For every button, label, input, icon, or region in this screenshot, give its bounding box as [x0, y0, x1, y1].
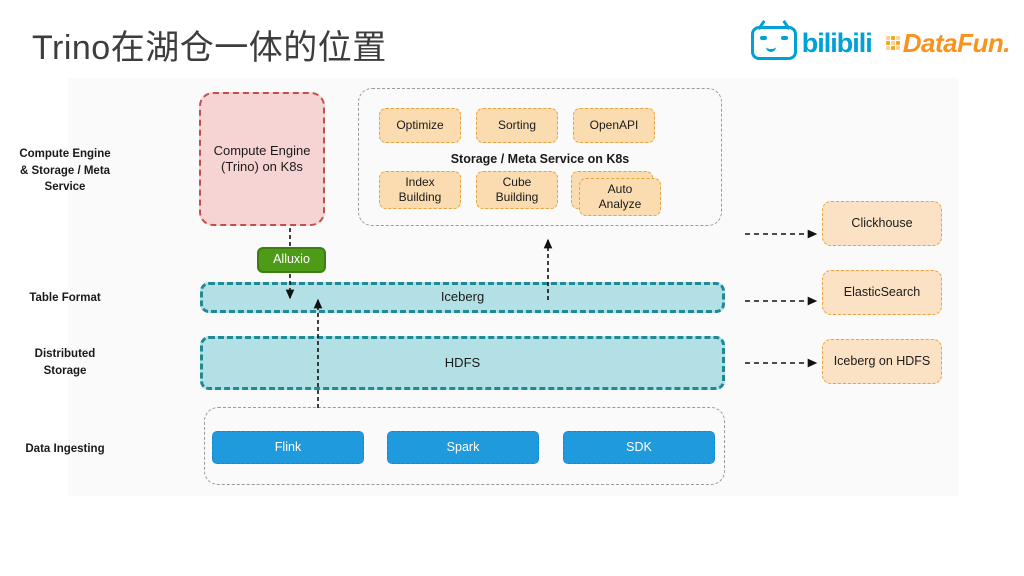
- ingest-box-sdk[interactable]: SDK: [563, 431, 715, 464]
- ingest-box-spark[interactable]: Spark: [387, 431, 539, 464]
- layer-box-hdfs[interactable]: HDFS: [200, 336, 725, 390]
- service-box-sorting[interactable]: Sorting: [476, 108, 558, 143]
- ingest-box-flink[interactable]: Flink: [212, 431, 364, 464]
- page-title: Trino在湖仓一体的位置: [32, 29, 387, 67]
- bilibili-eye-left-icon: [759, 36, 767, 40]
- bilibili-eye-right-icon: [780, 36, 788, 40]
- logo-group: bilibili DataFun.: [750, 26, 1011, 60]
- target-box-clickhouse[interactable]: Clickhouse: [822, 201, 942, 246]
- meta-service-group-title: Storage / Meta Service on K8s: [450, 152, 630, 166]
- bilibili-mouth-icon: [765, 44, 776, 52]
- datafun-dots-icon: [885, 36, 900, 50]
- service-box-openapi[interactable]: OpenAPI: [573, 108, 655, 143]
- datafun-logo: DataFun.: [885, 28, 1011, 58]
- compute-engine-box[interactable]: Compute Engine(Trino) on K8s: [199, 92, 325, 226]
- service-box-optimize[interactable]: Optimize: [379, 108, 461, 143]
- target-box-iceberg-on-hdfs[interactable]: Iceberg on HDFS: [822, 339, 942, 384]
- row-label-data-ingesting: Data Ingesting: [25, 443, 105, 455]
- bilibili-logo: bilibili: [750, 26, 873, 60]
- meta-service-group: [358, 88, 722, 226]
- row-label-table-format: Table Format: [29, 292, 101, 304]
- datafun-wordmark: DataFun.: [902, 28, 1011, 58]
- target-box-elasticsearch[interactable]: ElasticSearch: [822, 270, 942, 315]
- bilibili-wordmark: bilibili: [801, 27, 873, 58]
- data-ingesting-group: [204, 407, 725, 485]
- alluxio-box[interactable]: Alluxio: [257, 247, 326, 273]
- bilibili-tv-icon: [750, 26, 797, 60]
